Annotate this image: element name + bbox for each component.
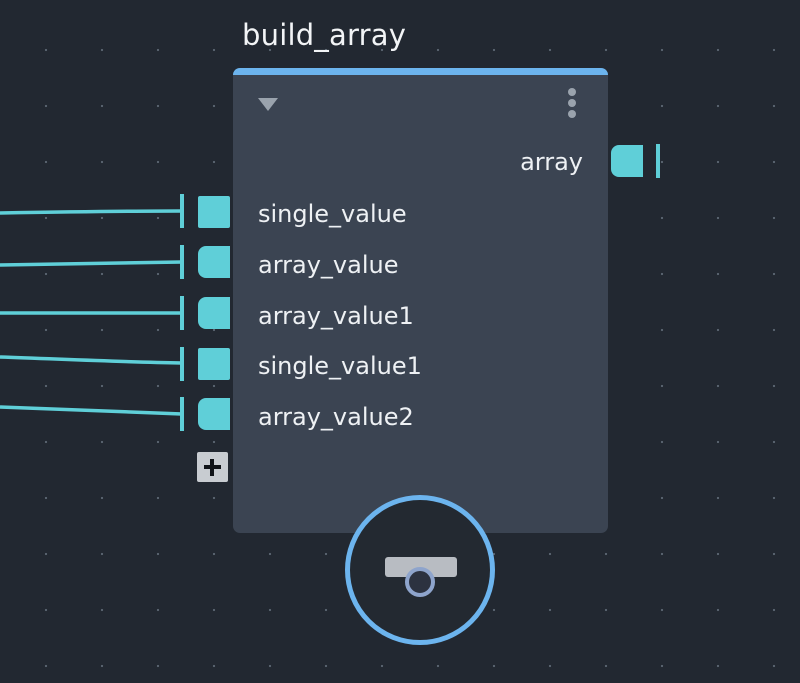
add-port-button[interactable] [197,452,228,482]
triangle-down-icon[interactable] [258,98,278,111]
input-label-single-value: single_value [258,200,407,228]
input-port-single-value1[interactable] [198,348,230,380]
input-port-array-value1[interactable] [198,297,230,329]
input-port-bar [180,347,184,381]
input-port-bar [180,397,184,431]
output-label-array: array [520,148,583,176]
build-array-node[interactable]: array single_value array_value array_val… [233,68,608,533]
input-label-array-value: array_value [258,251,399,279]
input-port-bar [180,245,184,279]
wire-array-value[interactable] [0,260,183,267]
node-title[interactable]: build_array [242,18,407,52]
kebab-menu-icon[interactable] [568,88,576,118]
camera-lens-icon [405,567,435,597]
input-port-single-value[interactable] [198,196,230,228]
input-port-bar [180,296,184,330]
output-port-bar [656,144,660,178]
input-port-array-value[interactable] [198,246,230,278]
input-label-single-value1: single_value1 [258,352,422,380]
input-label-array-value1: array_value1 [258,302,414,330]
input-label-array-value2: array_value2 [258,403,414,431]
node-accent-bar [233,68,608,75]
wire-single-value[interactable] [0,209,183,215]
output-port-array[interactable] [611,145,643,177]
wire-array-value2[interactable] [0,405,183,416]
input-port-bar [180,194,184,228]
execute-button[interactable] [345,495,495,645]
input-port-array-value2[interactable] [198,398,230,430]
wire-single-value1[interactable] [0,355,183,365]
